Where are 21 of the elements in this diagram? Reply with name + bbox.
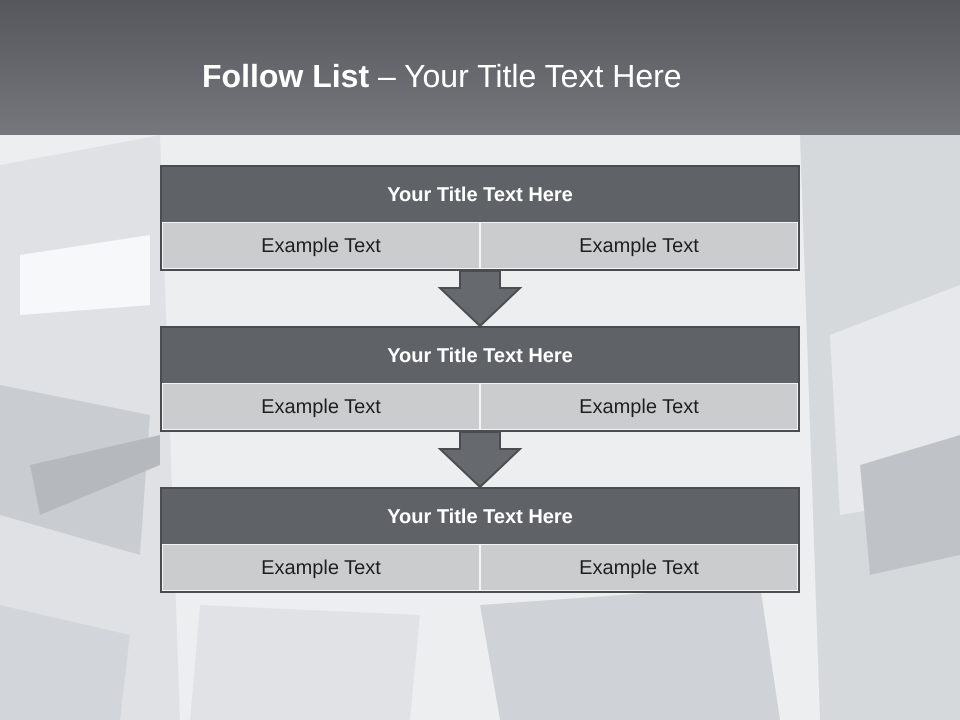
block-heading: Your Title Text Here — [387, 504, 573, 530]
slide-title: Follow List – Your Title Text Here — [202, 57, 682, 96]
list-block — [160, 487, 800, 593]
list-block — [160, 326, 800, 432]
block-heading: Your Title Text Here — [387, 182, 573, 208]
list-block — [160, 165, 800, 271]
block-heading: Your Title Text Here — [387, 344, 573, 368]
cell-text: Example Text — [579, 394, 699, 420]
list-cell — [162, 544, 480, 591]
cell-text: Example Text — [579, 234, 699, 258]
list-cell — [480, 383, 798, 430]
cell-text: Example Text — [261, 556, 381, 580]
list-cell — [162, 222, 480, 269]
list-cell — [480, 544, 798, 591]
list-cell — [480, 222, 798, 269]
cell-text: Example Text — [261, 234, 381, 258]
list-cell — [162, 383, 480, 430]
cell-text: Example Text — [261, 394, 381, 420]
cell-text: Example Text — [579, 556, 699, 580]
arrow — [438, 431, 522, 488]
arrow — [438, 270, 522, 328]
